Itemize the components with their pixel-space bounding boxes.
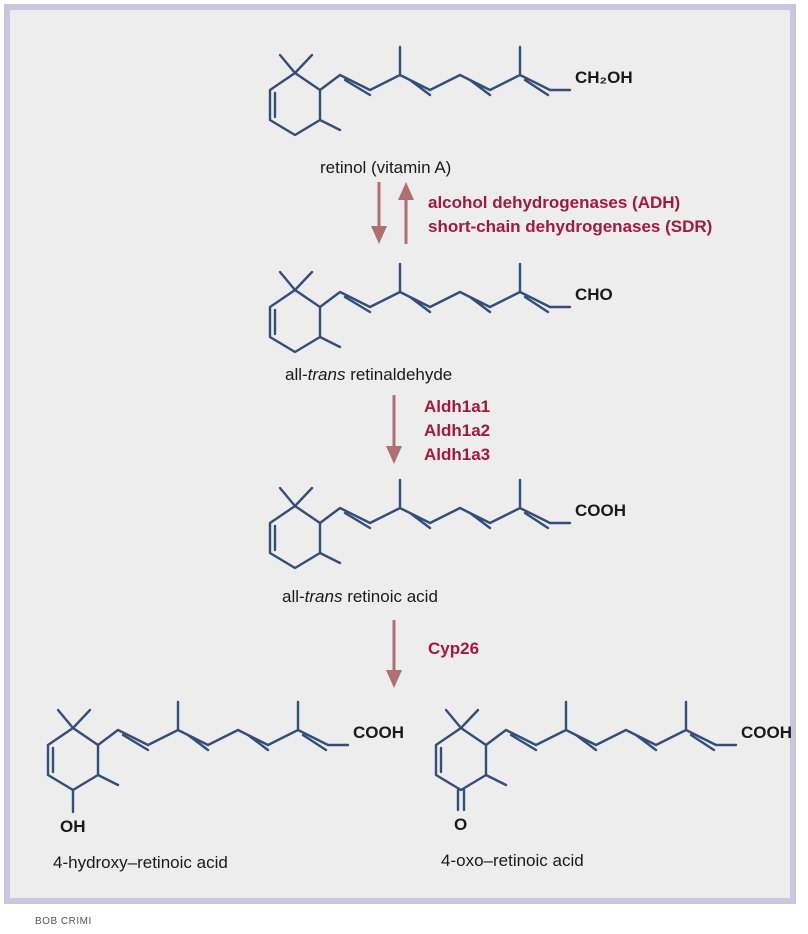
arrowhead-forward (386, 446, 402, 464)
ring-bonds (268, 71, 322, 137)
structure-retinaldehyde (268, 262, 572, 354)
name-italic: trans (308, 365, 346, 384)
enzyme-aldh1a3: Aldh1a3 (424, 445, 490, 464)
ring-bonds (268, 288, 322, 354)
end-group-retinaldehyde: CHO (575, 285, 613, 304)
gem-dimethyl (278, 53, 314, 75)
ring-bonds (268, 504, 322, 570)
enzyme-sdr: short-chain dehydrogenases (SDR) (428, 217, 712, 236)
gem-dimethyl (278, 270, 314, 292)
structure-4-oxo (434, 700, 738, 812)
name-suffix: retinaldehyde (345, 365, 452, 384)
substituent-o: O (454, 815, 467, 834)
polyene-chain (318, 45, 572, 97)
molecule-4-hydroxy-retinoic-acid: COOH OH 4-hydroxy–retinoic acid (46, 700, 404, 872)
polyene-chain (318, 262, 572, 314)
substituent-oh: OH (60, 817, 86, 836)
enzyme-cyp26: Cyp26 (428, 639, 479, 658)
molecule-4-oxo-retinoic-acid: COOH O 4-oxo–retinoic acid (434, 700, 792, 870)
name-prefix: all- (282, 587, 305, 606)
structure-4-hydroxy (46, 700, 350, 814)
end-group-4-hydroxy: COOH (353, 723, 404, 742)
molecule-retinaldehyde: CHO all-trans retinaldehyde (268, 262, 613, 384)
gem-dimethyl (444, 708, 480, 730)
ring-methyl (318, 118, 342, 132)
gem-dimethyl (56, 708, 92, 730)
arrow-step1: alcohol dehydrogenases (ADH) short-chain… (371, 182, 712, 244)
name-retinoic-acid: all-trans retinoic acid (282, 587, 438, 606)
name-4-oxo: 4-oxo–retinoic acid (441, 851, 584, 870)
polyene-chain (484, 700, 738, 752)
ring-methyl (318, 551, 342, 565)
name-suffix: retinoic acid (342, 587, 437, 606)
ring-bonds (434, 726, 488, 792)
gem-dimethyl (278, 486, 314, 508)
enzyme-adh: alcohol dehydrogenases (ADH) (428, 193, 680, 212)
arrowhead-forward (386, 670, 402, 688)
polyene-chain (96, 700, 350, 752)
arrowhead-forward (371, 226, 387, 244)
name-4-hydroxy: 4-hydroxy–retinoic acid (53, 853, 228, 872)
structure-retinol (268, 45, 572, 137)
polyene-chain (318, 478, 572, 530)
enzyme-aldh1a1: Aldh1a1 (424, 397, 490, 416)
end-group-4-oxo: COOH (741, 723, 792, 742)
molecule-retinol: CH₂OH retinol (vitamin A) (268, 45, 633, 177)
name-retinol: retinol (vitamin A) (320, 158, 451, 177)
end-group-retinoic-acid: COOH (575, 501, 626, 520)
ring-methyl (96, 773, 120, 787)
ring-bonds (46, 726, 100, 792)
ring-methyl (484, 773, 508, 787)
end-group-retinol: CH₂OH (575, 68, 633, 87)
name-retinaldehyde: all-trans retinaldehyde (285, 365, 452, 384)
structure-retinoic-acid (268, 478, 572, 570)
arrow-step3: Cyp26 (386, 620, 479, 688)
arrow-step2: Aldh1a1 Aldh1a2 Aldh1a3 (386, 395, 490, 464)
arrowhead-reverse (398, 182, 414, 200)
name-italic: trans (305, 587, 343, 606)
carbonyl-double-bond (456, 788, 466, 812)
diagram-frame (4, 4, 796, 904)
enzyme-aldh1a2: Aldh1a2 (424, 421, 490, 440)
molecule-retinoic-acid: COOH all-trans retinoic acid (268, 478, 626, 606)
ring-methyl (318, 335, 342, 349)
name-prefix: all- (285, 365, 308, 384)
credit: BOB CRIMI (35, 916, 92, 927)
